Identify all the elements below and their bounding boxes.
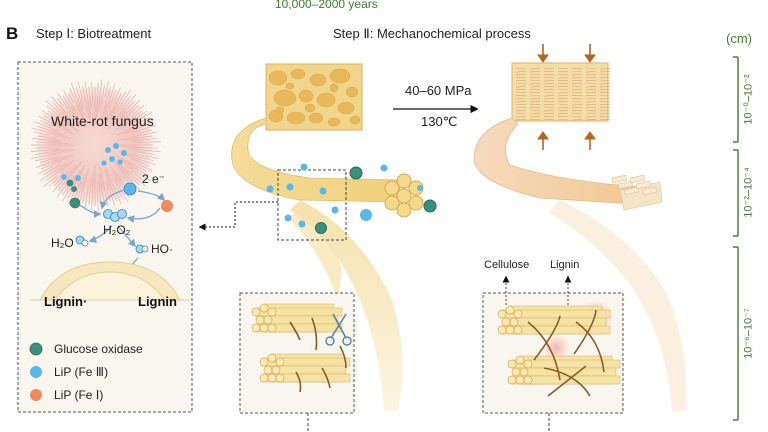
step-2-title: Step Ⅱ: Mechanochemical process [333, 26, 531, 41]
h2o2-label: H₂O₂ [103, 223, 131, 237]
scale-range-2: 10⁻²–10⁻⁴ [742, 167, 755, 218]
wood-block-compressed [511, 62, 611, 122]
fungus-enzymes [61, 143, 127, 192]
legend-label-lip-fe1: LiP (Fe Ⅰ) [54, 388, 104, 402]
fiber-bundle-densified [473, 117, 687, 412]
pressure-label: 40–60 MPa [405, 83, 472, 98]
scale-range-3: 10⁻⁶–10⁻⁷ [742, 308, 755, 359]
lignin-label: Lignin [138, 294, 177, 309]
legend-label-glucose-oxidase: Glucose oxidase [54, 342, 143, 356]
scale-unit: (cm) [726, 31, 752, 46]
fiber-enzymes [266, 163, 437, 234]
panel-letter: B [6, 24, 19, 43]
h2o-label: H₂O [51, 236, 74, 250]
scissors-icon [325, 313, 352, 346]
fungus-label: White-rot fungus [51, 113, 154, 129]
lignin-radical-label: Lignin· [44, 294, 88, 309]
top-caption: 10,000–2000 years [275, 0, 378, 11]
wood-block-porous [265, 63, 363, 131]
zoom-arrow-left [198, 201, 278, 231]
cell-wall-sketch [30, 261, 190, 301]
electron-label: 2 e⁻ [142, 172, 166, 186]
fiber-zoom-box [277, 169, 347, 241]
step-1-title: Step Ⅰ: Biotreatment [36, 26, 152, 41]
press-arrows [537, 44, 596, 150]
legend-swatches [29, 342, 43, 401]
scale-range-1: 10⁻⁰–10⁻² [742, 74, 755, 125]
lignin-micro-label: Lignin [550, 259, 580, 271]
microfibril-bundles-densified [497, 305, 621, 397]
scale-bar [733, 56, 739, 421]
hydroxyl-label: HO· [151, 242, 173, 256]
cellulose-label: Cellulose [484, 259, 530, 271]
fiber-bundle-natural [231, 117, 424, 412]
legend-label-lip-fe3: LiP (Fe Ⅲ) [54, 365, 109, 379]
microfibril-bundles-natural [251, 303, 351, 393]
temperature-label: 130℃ [421, 114, 458, 129]
